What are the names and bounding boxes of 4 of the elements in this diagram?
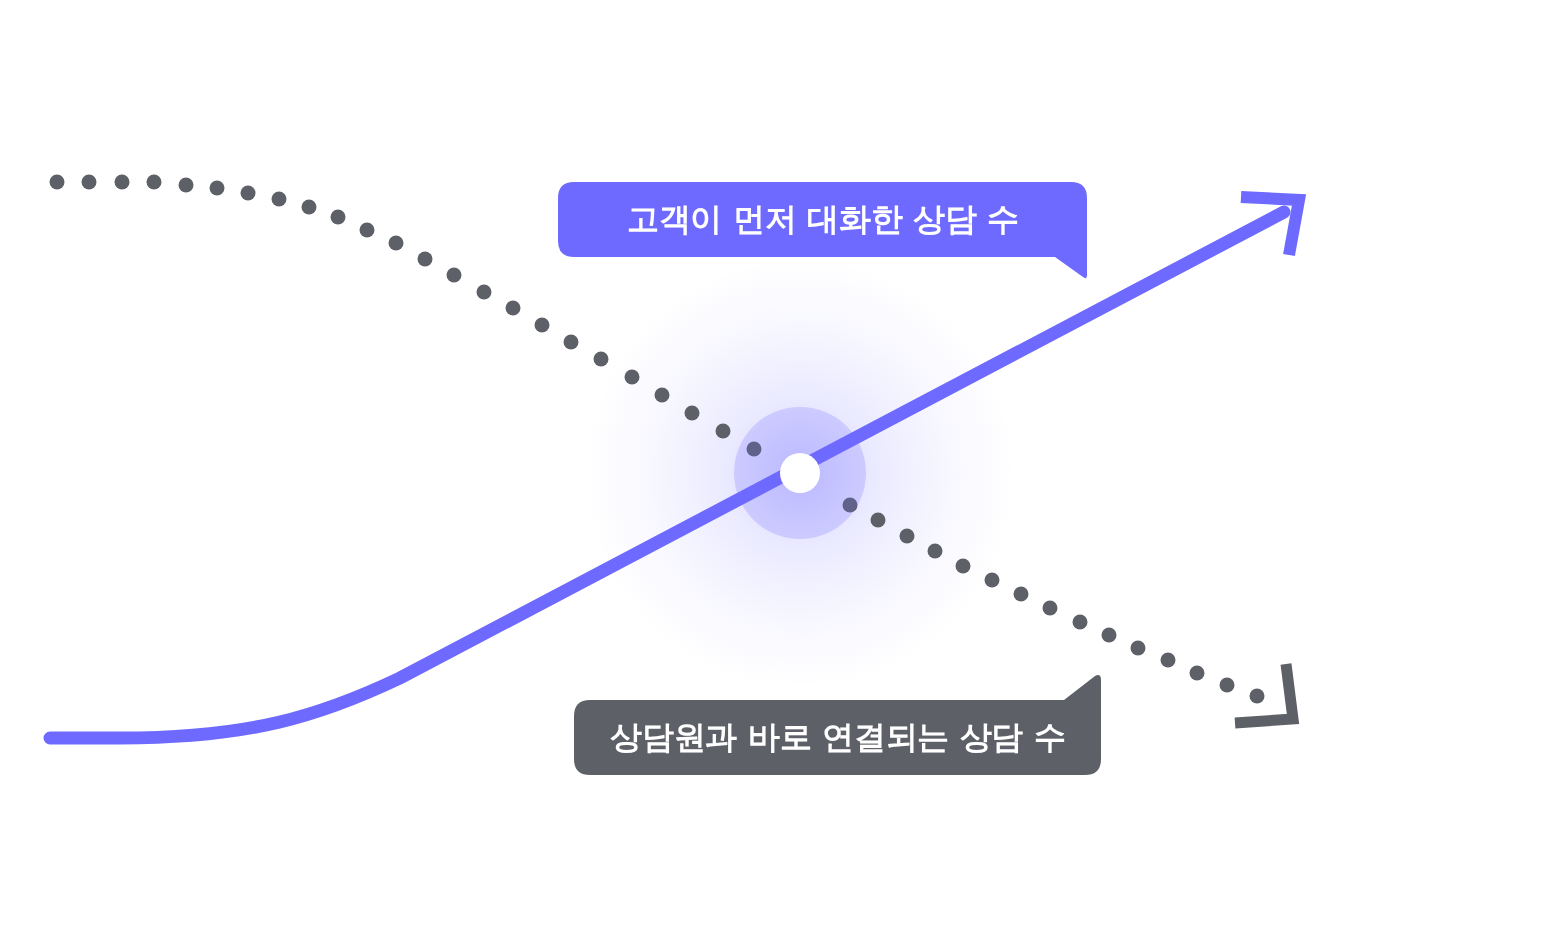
speech-bubble [558,182,1088,279]
bubble-label: 상담원과 바로 연결되는 상담 수 [610,717,1066,758]
speech-bubble [574,675,1102,775]
bubble-label: 고객이 먼저 대화한 상담 수 [626,199,1020,240]
